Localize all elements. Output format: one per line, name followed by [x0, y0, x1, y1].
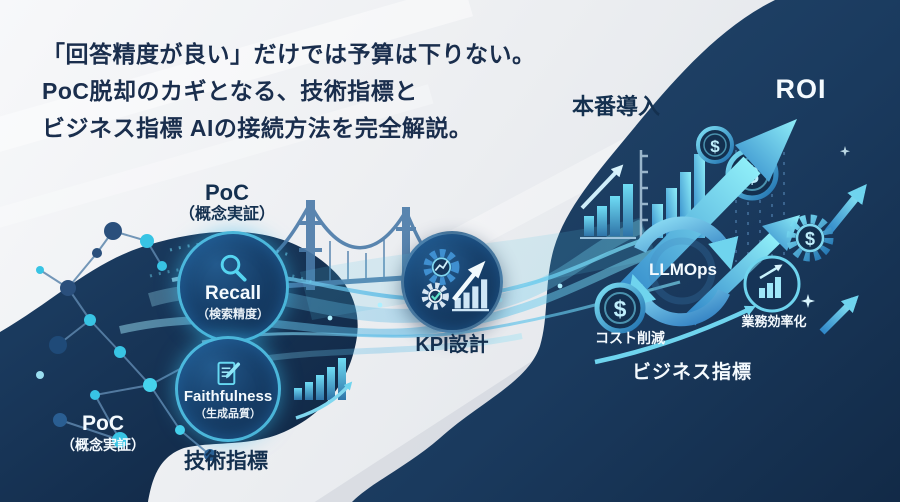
- faithfulness-subtitle: （生成品質）: [195, 407, 261, 420]
- faithfulness-metric-badge: Faithfulness （生成品質）: [175, 336, 281, 442]
- bridge-illustration: [251, 200, 443, 291]
- roi-label: ROI: [775, 74, 827, 104]
- dollar-glyph: $: [710, 137, 720, 156]
- poc-bottom-subtitle: （概念実証）: [61, 436, 145, 453]
- headline-line-1: 「回答精度が良い」だけでは予算は下りない。: [42, 41, 536, 67]
- efficiency-label: 業務効率化: [741, 314, 807, 329]
- headline-line-2: PoC脱却のカギとなる、技術指標と: [42, 78, 418, 104]
- swoosh-arrow: [594, 305, 756, 365]
- dollar-glyph: $: [614, 296, 627, 322]
- poc-top-title: PoC: [205, 180, 249, 205]
- right-navy-wave: [352, 0, 900, 502]
- recall-metric-badge: Recall （検索精度）: [177, 231, 289, 343]
- poc-top-label: PoC （概念実証）: [152, 180, 302, 225]
- production-deployment-label: 本番導入: [571, 94, 660, 119]
- poc-bottom-label: PoC （概念実証）: [40, 412, 166, 453]
- gears-chart-icon: [421, 249, 489, 312]
- poc-top-subtitle: （概念実証）: [178, 205, 275, 223]
- dollar-glyph: $: [805, 229, 815, 249]
- growth-bars-small: [294, 358, 353, 420]
- headline: 「回答精度が良い」だけでは予算は下りない。 PoC脱却のカギとなる、技術指標と …: [42, 36, 582, 147]
- growth-bar-chart-right: [652, 154, 705, 238]
- recall-title: Recall: [205, 282, 261, 304]
- dollar-coin-icon: $: [594, 282, 646, 334]
- kpi-design-label: KPI設計: [415, 334, 489, 356]
- business-metrics-label: ビジネス指標: [631, 362, 752, 383]
- cost-reduction-label: コスト削減: [595, 330, 665, 346]
- recall-subtitle: （検索精度）: [196, 306, 269, 321]
- headline-line-3: ビジネス指標 AIの接続方法を完全解説。: [42, 115, 473, 141]
- poc-bottom-title: PoC: [82, 412, 124, 435]
- llmops-label: LLMOps: [649, 260, 717, 279]
- magnifier-icon: [220, 254, 247, 282]
- gear-dollar-icon: $: [786, 214, 834, 262]
- kpi-design-badge: [401, 231, 503, 333]
- document-pencil-icon: [217, 361, 241, 385]
- growth-bar-chart-left: [580, 164, 636, 239]
- tech-metrics-label: 技術指標: [184, 450, 268, 473]
- bar-chart-circle-icon: [743, 255, 801, 313]
- faithfulness-title: Faithfulness: [183, 387, 273, 405]
- sparkle-icon: [801, 146, 850, 308]
- dollar-coin-icon: $: [696, 126, 734, 164]
